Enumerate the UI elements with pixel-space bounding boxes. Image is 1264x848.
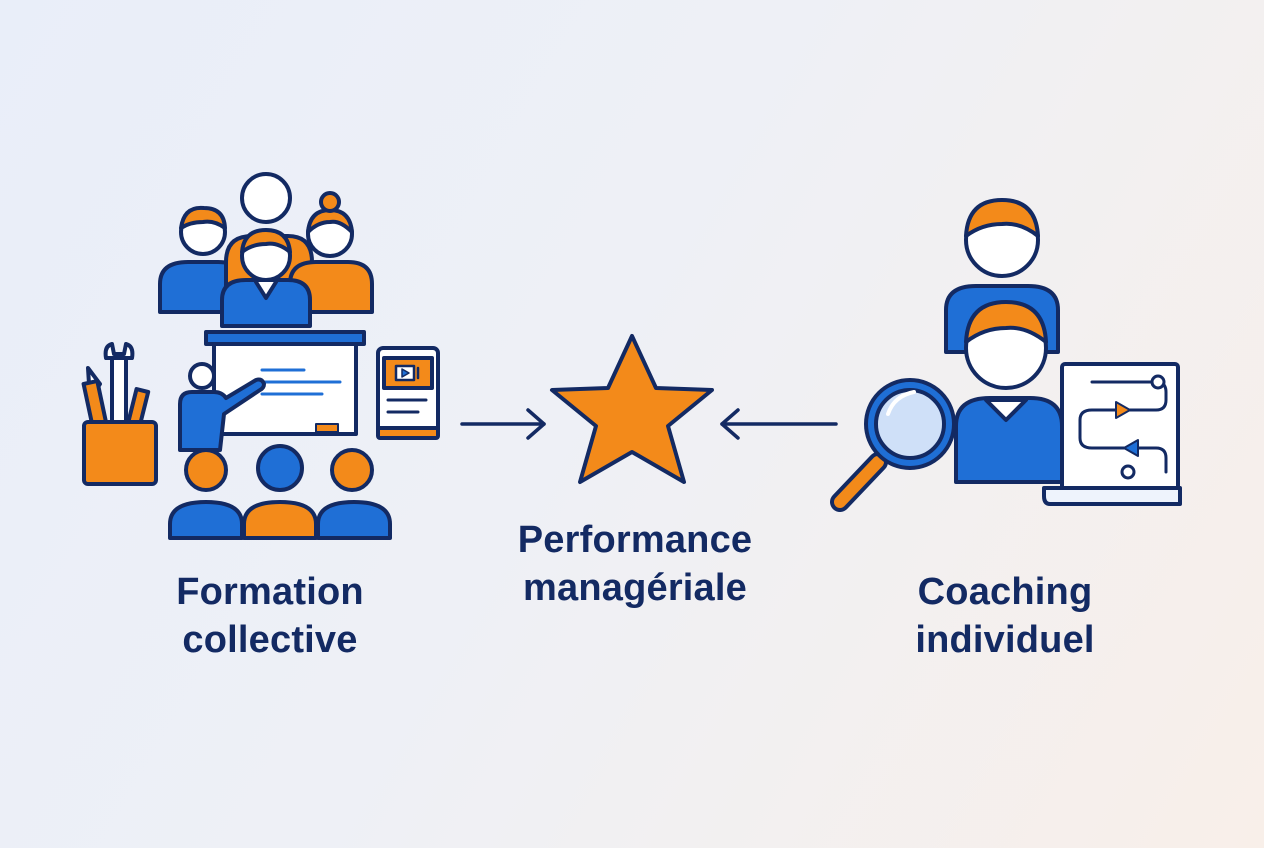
node-label-line: Performance (517, 519, 753, 561)
node-label-coaching-individuel: Coaching individuel (855, 568, 1155, 664)
arrow-left-icon (720, 408, 838, 440)
node-label-line: Formation (176, 571, 364, 613)
group-training-icon (81, 172, 440, 540)
magnifying-glass-icon (830, 378, 956, 512)
audience-front-row-icon (168, 444, 392, 540)
node-label-formation-collective: Formation collective (120, 568, 420, 664)
node-label-line: individuel (915, 619, 1095, 661)
whiteboard-icon (204, 330, 366, 436)
presenter-person-icon (220, 228, 312, 328)
coachee-person-icon (954, 300, 1064, 484)
node-label-performance-manageriale: Performance managériale (470, 516, 800, 612)
node-label-line: collective (182, 619, 358, 661)
audience-person-icon (158, 205, 246, 314)
teacher-icon (178, 362, 266, 452)
pencil-cup-icon (81, 342, 158, 486)
arrow-right-icon (460, 408, 546, 440)
star-icon (550, 334, 714, 484)
roadmap-document-icon (1042, 362, 1182, 506)
e-book-icon (376, 346, 440, 440)
node-label-line: managériale (523, 567, 747, 609)
one-to-one-coaching-icon (830, 198, 1182, 512)
node-label-line: Coaching (917, 571, 1093, 613)
